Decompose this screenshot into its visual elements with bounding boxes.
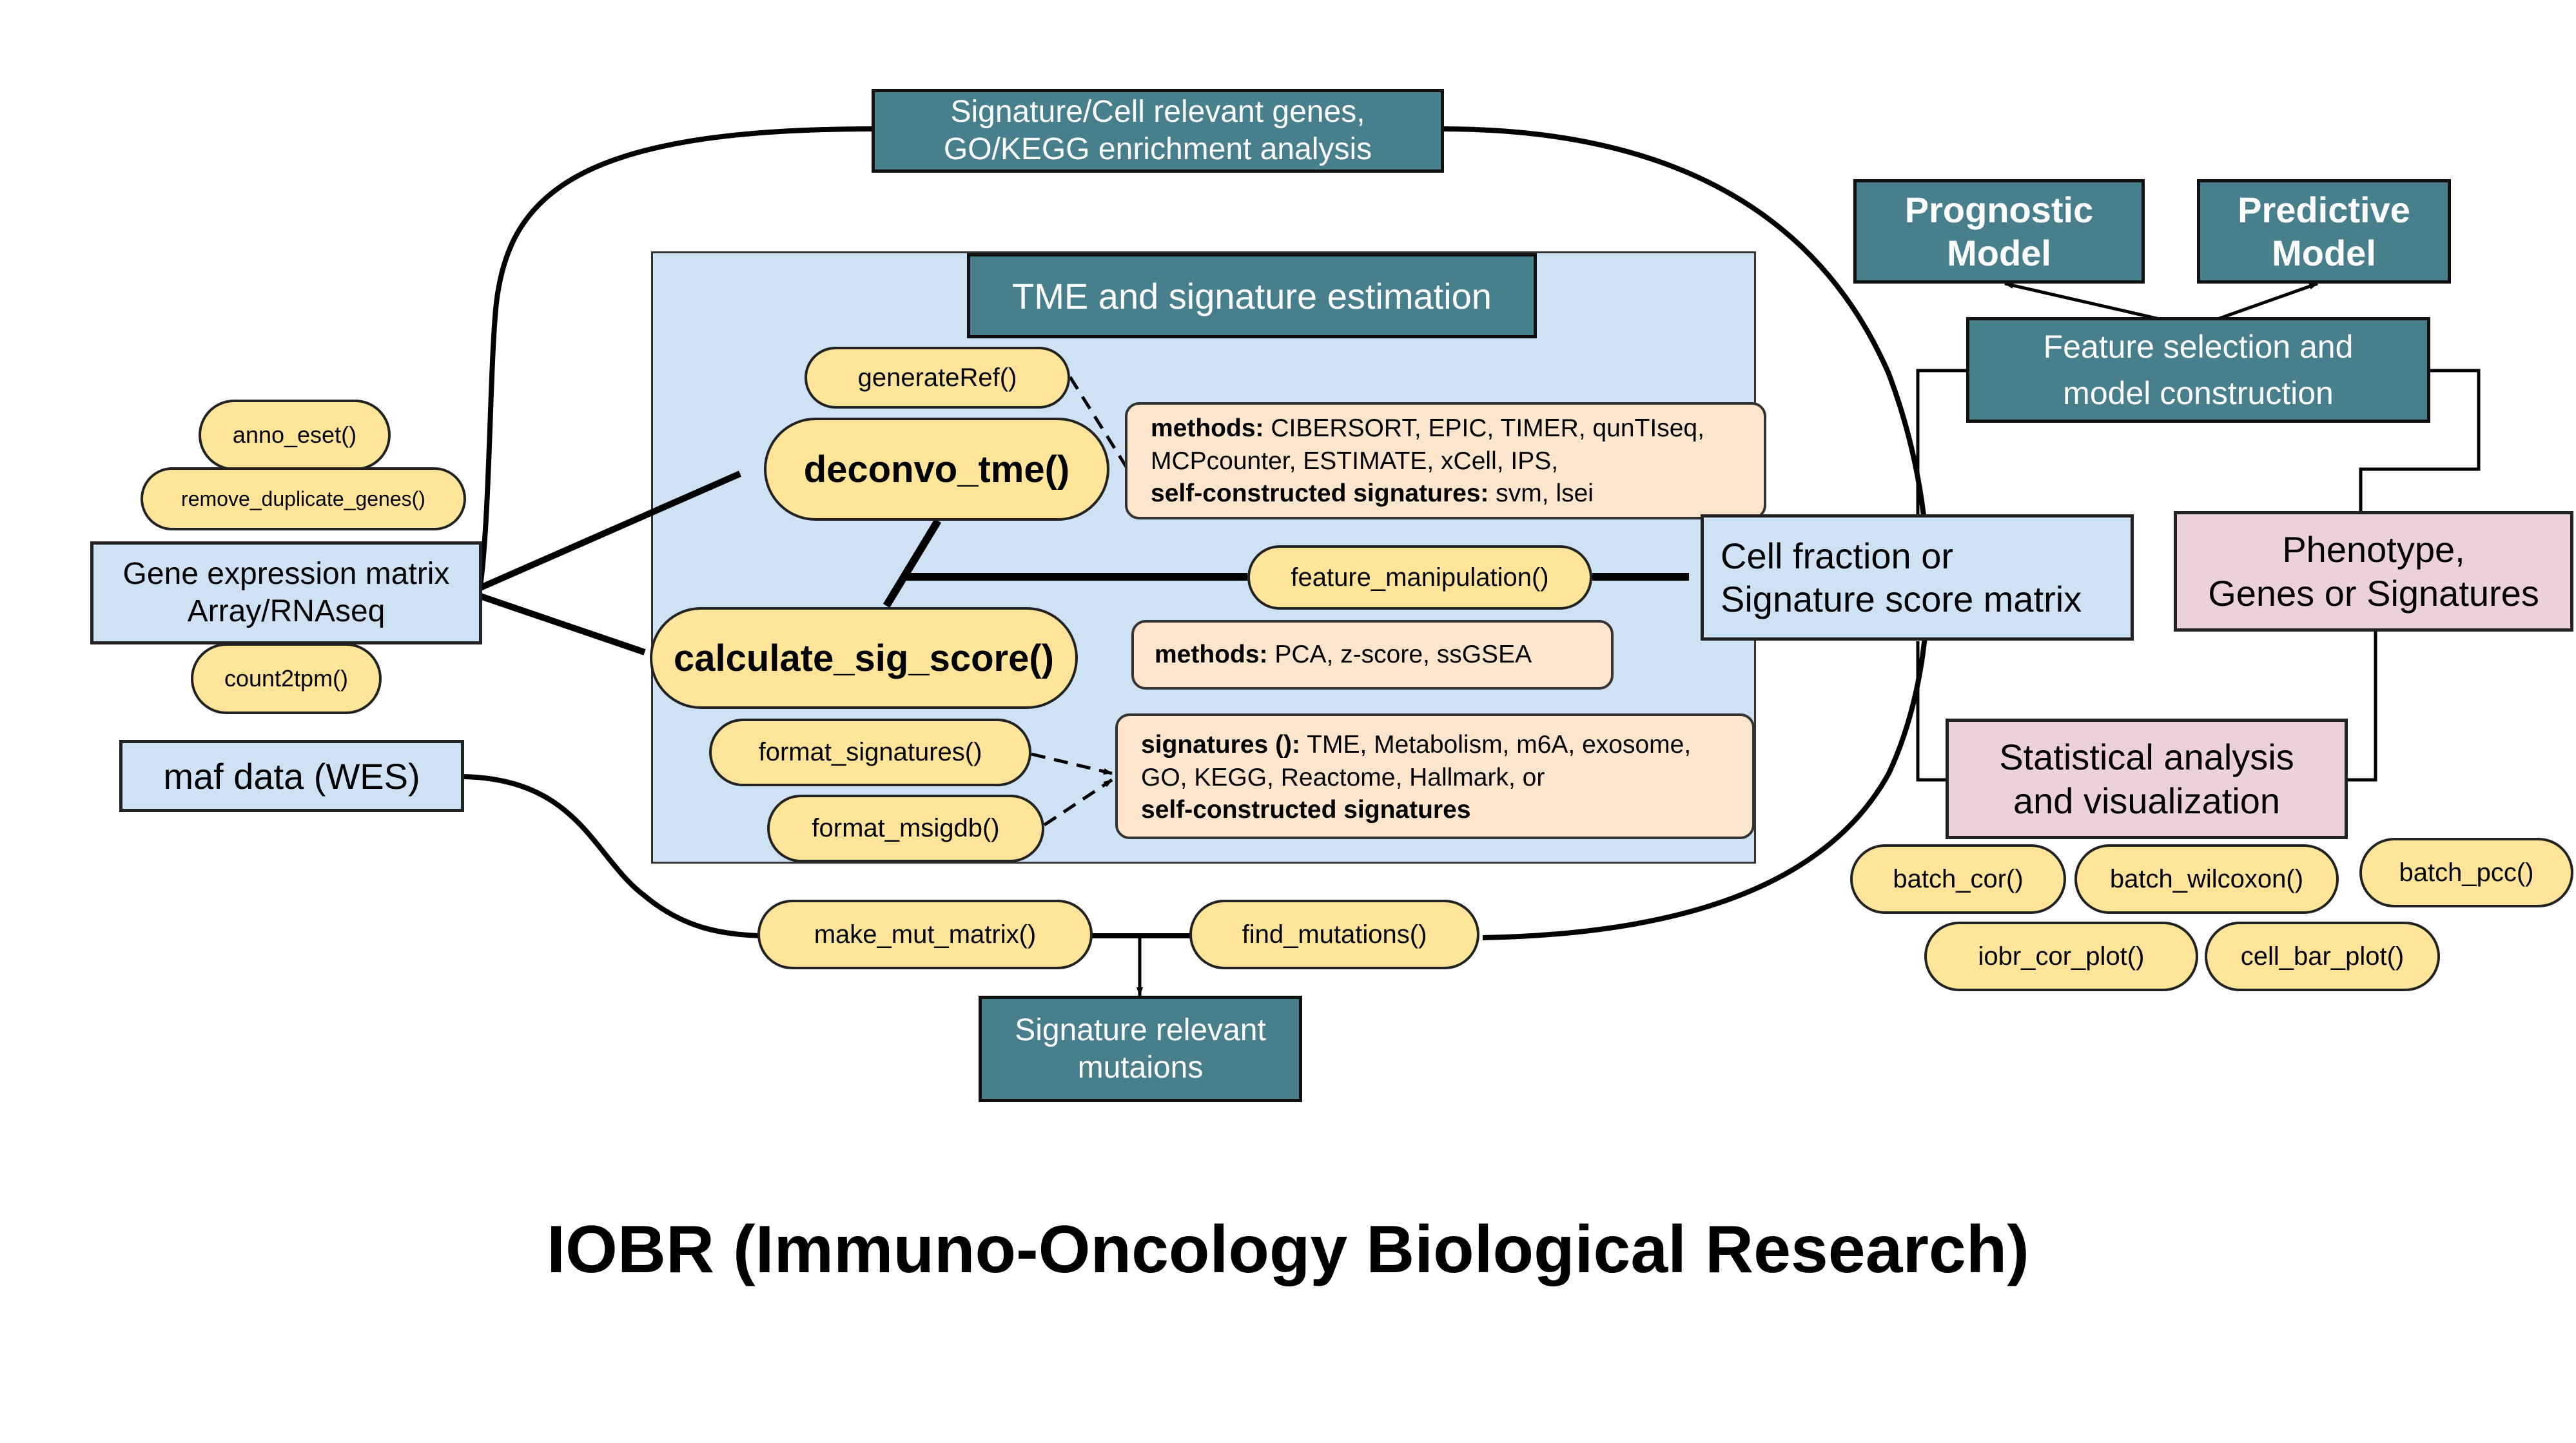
predictive-line1: Predictive: [2238, 189, 2410, 230]
phenotype-box: Phenotype, Genes or Signatures: [2174, 511, 2573, 632]
calculate-sig-score-pill: calculate_sig_score(): [650, 607, 1078, 709]
deconvo-methods-line3: svm, lsei: [1488, 479, 1594, 508]
enrichment-box: Signature/Cell relevant genes, GO/KEGG e…: [872, 89, 1444, 173]
format-signatures-label: format_signatures(): [758, 738, 982, 766]
score-methods-label: methods:: [1155, 641, 1268, 668]
feature-to-phenotype-line: [2359, 369, 2481, 512]
statistical-line2: and visualization: [2013, 780, 2281, 821]
mutations-line2: mutaions: [1077, 1050, 1204, 1085]
gene-expression-line2: Array/RNAseq: [187, 594, 385, 628]
gene-expression-box: Gene expression matrix Array/RNAseq: [90, 541, 482, 644]
enrichment-line1: Signature/Cell relevant genes,: [950, 95, 1365, 130]
phenotype-line2: Genes or Signatures: [2208, 572, 2539, 614]
generateref-dashed: [1068, 376, 1137, 481]
cell-bar-plot-label: cell_bar_plot(): [2240, 942, 2405, 971]
format-msigdb-pill: format_msigdb(): [767, 795, 1044, 862]
feature-manipulation-label: feature_manipulation(): [1291, 563, 1549, 592]
deconvo-methods-line1: CIBERSORT, EPIC, TIMER, qunTIseq,: [1264, 414, 1704, 442]
deconvo-connector: [883, 518, 942, 608]
predictive-line2: Model: [2272, 233, 2376, 273]
iobr-cor-plot-pill: iobr_cor_plot(): [1924, 922, 2198, 991]
statistical-line1: Statistical analysis: [1999, 737, 2294, 778]
mutations-line1: Signature relevant: [1015, 1012, 1266, 1047]
feature-selection-line2: model construction: [2063, 375, 2334, 411]
signatures-line1: TME, Metabolism, m6A, exosome,: [1300, 731, 1692, 759]
count2tpm-label: count2tpm(): [224, 665, 349, 692]
diagram-title: IOBR (Immuno-Oncology Biological Researc…: [0, 1212, 2576, 1288]
gene-expression-line1: Gene expression matrix: [122, 557, 450, 592]
phenotype-line1: Phenotype,: [2282, 529, 2465, 570]
maf-curve: [463, 774, 761, 938]
remove-duplicate-genes-pill: remove_duplicate_genes(): [141, 467, 466, 530]
prognostic-line1: Prognostic: [1904, 189, 2094, 230]
score-methods-text: PCA, z-score, ssGSEA: [1267, 641, 1532, 668]
cell-to-feature-line: [1916, 369, 1967, 516]
feature-selection-line1: Feature selection and: [2043, 328, 2354, 365]
diagram-title-text: IOBR (Immuno-Oncology Biological Researc…: [547, 1212, 2029, 1287]
maf-data-box: maf data (WES): [119, 740, 464, 812]
deconvo-methods-line2: MCPcounter, ESTIMATE, xCell, IPS,: [1151, 447, 1559, 475]
panel-title: TME and signature estimation: [1012, 275, 1492, 316]
deconvo-tme-pill: deconvo_tme(): [764, 418, 1109, 521]
anno-eset-pill: anno_eset(): [199, 400, 391, 470]
anno-eset-label: anno_eset(): [232, 421, 357, 448]
mutations-box: Signature relevant mutaions: [979, 996, 1302, 1102]
maf-data-label: maf data (WES): [163, 755, 420, 797]
prognostic-line2: Model: [1947, 233, 2051, 273]
feature-to-prognostic: [2004, 282, 2160, 321]
calculate-sig-score-label: calculate_sig_score(): [674, 637, 1054, 679]
make-mut-matrix-label: make_mut_matrix(): [814, 920, 1037, 949]
generateref-pill: generateRef(): [805, 347, 1070, 409]
cell-fraction-line2: Signature score matrix: [1721, 579, 2082, 619]
signatures-box: signatures (): TME, Metabolism, m6A, exo…: [1115, 713, 1755, 839]
deconvo-methods-box: methods: CIBERSORT, EPIC, TIMER, qunTIse…: [1125, 402, 1766, 519]
generateref-label: generateRef(): [857, 363, 1017, 392]
signatures-line2: GO, KEGG, Reactome, Hallmark, or: [1141, 763, 1545, 791]
cell-fraction-box: Cell fraction or Signature score matrix: [1701, 514, 2134, 641]
cell-fraction-line1: Cell fraction or: [1721, 535, 1954, 576]
batch-cor-pill: batch_cor(): [1850, 844, 2066, 914]
make-mut-matrix-pill: make_mut_matrix(): [757, 900, 1093, 969]
format-msigdb-dashed: [1043, 778, 1113, 827]
deconvo-tme-label: deconvo_tme(): [803, 448, 1070, 490]
self-constructed-label: self-constructed signatures:: [1151, 479, 1489, 508]
statistical-analysis-box: Statistical analysis and visualization: [1946, 719, 2348, 839]
signatures-label: signatures ():: [1141, 731, 1301, 759]
find-mutations-label: find_mutations(): [1242, 920, 1427, 949]
arrow-to-deconvo: [478, 470, 742, 591]
format-sig-dashed: [1031, 752, 1113, 775]
feature-to-predictive: [2217, 282, 2318, 321]
enrichment-line2: GO/KEGG enrichment analysis: [943, 132, 1372, 166]
deconvo-methods-label: methods:: [1151, 414, 1264, 442]
arrow-to-calculate: [479, 593, 646, 655]
feature-manipulation-pill: feature_manipulation(): [1247, 545, 1592, 610]
phenotype-to-statistical-line: [2347, 632, 2377, 782]
predictive-model-box: Predictive Model: [2197, 179, 2451, 284]
batch-wilcoxon-label: batch_wilcoxon(): [2109, 864, 2304, 893]
count2tpm-pill: count2tpm(): [191, 643, 382, 714]
format-signatures-pill: format_signatures(): [709, 719, 1031, 786]
batch-pcc-label: batch_pcc(): [2399, 858, 2534, 887]
format-msigdb-label: format_msigdb(): [812, 814, 1000, 842]
feature-selection-box: Feature selection and model construction: [1966, 317, 2430, 423]
cell-to-statistical-line: [1916, 641, 1947, 782]
iobr-cor-plot-label: iobr_cor_plot(): [1978, 942, 2145, 971]
signatures-line3: self-constructed signatures: [1141, 796, 1471, 824]
prognostic-model-box: Prognostic Model: [1853, 179, 2145, 284]
batch-wilcoxon-pill: batch_wilcoxon(): [2074, 844, 2339, 914]
panel-title-box: TME and signature estimation: [967, 253, 1537, 338]
batch-pcc-pill: batch_pcc(): [2359, 838, 2573, 907]
batch-cor-label: batch_cor(): [1893, 864, 2024, 893]
find-mutations-pill: find_mutations(): [1189, 900, 1479, 969]
score-methods-box: methods: PCA, z-score, ssGSEA: [1131, 620, 1614, 690]
remove-duplicate-genes-label: remove_duplicate_genes(): [181, 487, 425, 510]
top-loop-line: [478, 126, 874, 587]
cell-bar-plot-pill: cell_bar_plot(): [2205, 922, 2440, 991]
